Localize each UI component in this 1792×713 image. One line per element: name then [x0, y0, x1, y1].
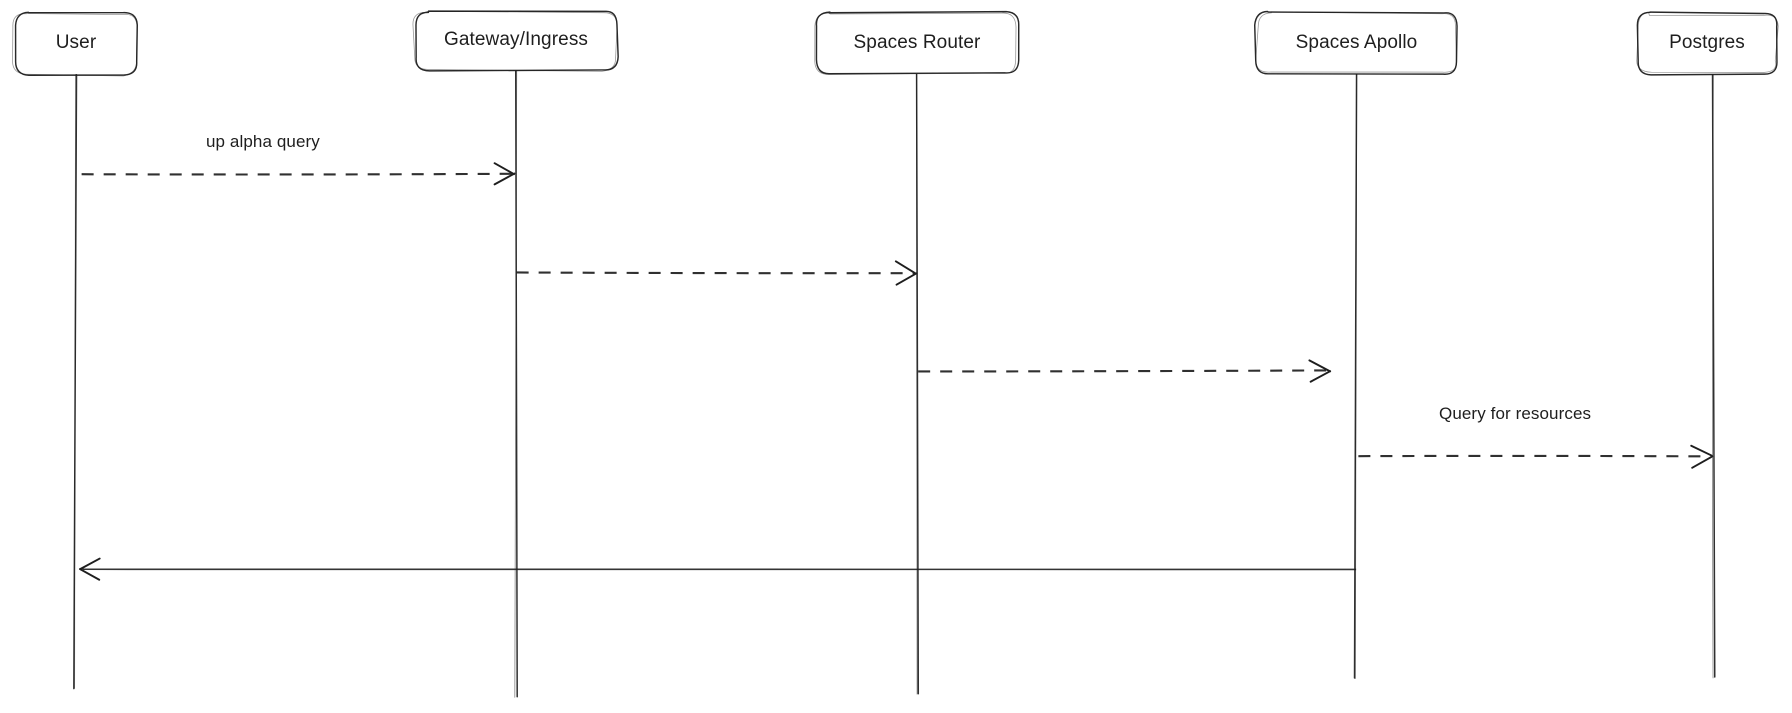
arrowhead-upper	[493, 162, 516, 176]
participant-box-outline	[1255, 11, 1457, 73]
message-arrow-msg-2[interactable]	[516, 260, 918, 286]
participant-box-spaces-apollo[interactable]	[1253, 10, 1458, 75]
arrowhead-upper	[79, 557, 101, 571]
message-line	[82, 568, 1357, 571]
arrowhead-upper	[1690, 444, 1713, 457]
message-label-msg-4: Query for resources	[1439, 404, 1592, 423]
participant-box-outline	[1253, 10, 1458, 75]
message-arrow-msg-5[interactable]	[79, 557, 1357, 581]
participant-box-outline	[815, 10, 1020, 75]
participant-box-outline	[14, 11, 138, 77]
arrowhead-upper	[894, 260, 917, 275]
message-label-msg-1: up alpha query	[206, 132, 320, 151]
participant-label-spaces-router: Spaces Router	[853, 31, 981, 53]
participant-box-outline	[814, 12, 1017, 75]
participant-box-fill	[1636, 12, 1777, 75]
participant-label-spaces-apollo: Spaces Apollo	[1295, 31, 1418, 53]
lifeline-spaces-apollo	[1354, 72, 1358, 679]
lifelines-group	[73, 68, 1716, 698]
arrowhead-lower	[1691, 455, 1714, 469]
participant-box-outline	[415, 10, 619, 72]
lifeline-postgres	[1712, 73, 1714, 679]
message-arrow-msg-4[interactable]	[1358, 444, 1714, 469]
lifeline-spaces-router	[915, 73, 918, 695]
arrowhead-lower	[895, 272, 918, 286]
participant-box-postgres[interactable]	[1636, 11, 1779, 76]
participant-box-spaces-router[interactable]	[814, 10, 1020, 75]
message-line	[81, 172, 513, 176]
participant-box-fill	[14, 12, 137, 74]
participant-label-user: User	[55, 31, 97, 53]
arrowhead-lower	[79, 568, 101, 581]
participant-label-postgres: Postgres	[1669, 31, 1745, 53]
participant-box-outline	[412, 10, 618, 72]
participant-box-fill	[414, 11, 618, 71]
participant-label-gateway-ingress: Gateway/Ingress	[443, 29, 589, 50]
message-line	[516, 271, 915, 275]
message-line	[918, 369, 1328, 373]
message-arrow-msg-1[interactable]	[81, 162, 516, 186]
participant-box-fill	[816, 12, 1019, 75]
participant-box-fill	[1256, 12, 1458, 75]
message-arrow-msg-3[interactable]	[918, 359, 1332, 383]
messages-group	[79, 162, 1714, 581]
participant-box-outline	[1636, 11, 1778, 76]
arrowhead-upper	[1308, 359, 1332, 373]
participant-box-outline	[12, 13, 138, 77]
lifeline-gateway-ingress	[514, 69, 518, 698]
arrowhead-lower	[493, 172, 516, 186]
participant-box-outline	[1636, 12, 1779, 73]
participant-boxes-group	[12, 10, 1779, 77]
participant-box-gateway-ingress[interactable]	[412, 10, 619, 72]
participant-box-user[interactable]	[12, 11, 138, 77]
arrowhead-lower	[1309, 370, 1332, 383]
